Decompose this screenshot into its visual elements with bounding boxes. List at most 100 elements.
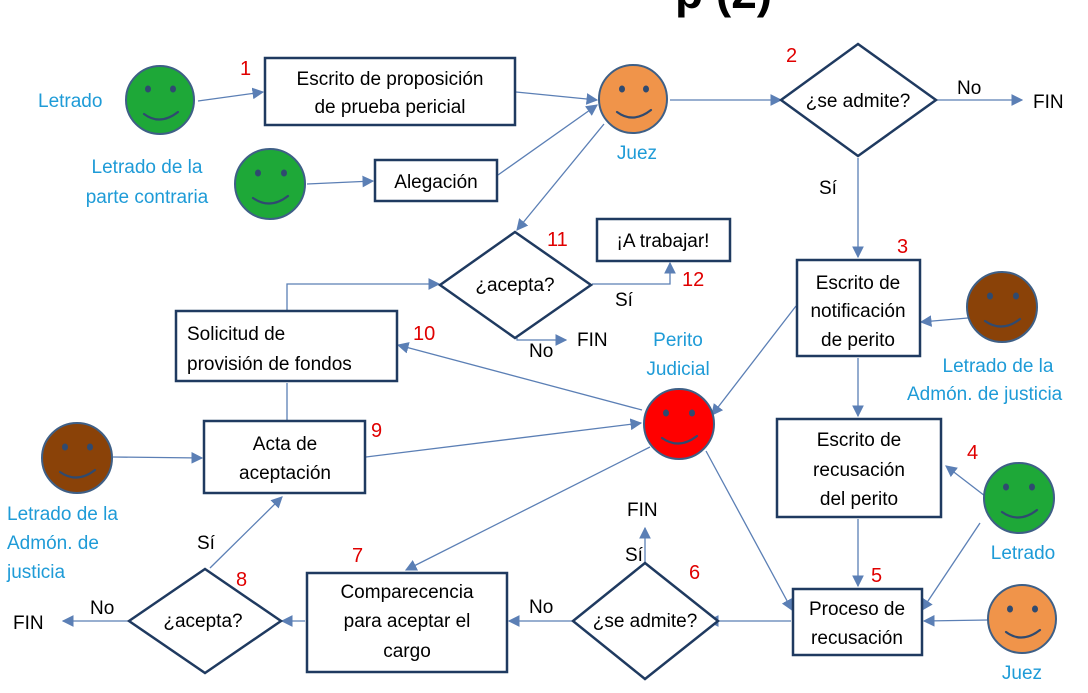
step-number-4: 4 — [967, 442, 978, 464]
node-10: Solicitud de provisión de fondos — [174, 309, 399, 383]
step-number-12: 12 — [682, 269, 704, 291]
edge-contraria-to-alegacion — [306, 175, 375, 188]
smiley-letrado-admon-right — [966, 271, 1038, 343]
node-9: Acta de aceptación — [202, 419, 367, 495]
node-8-label: ¿acepta? — [163, 611, 242, 632]
node-2-label: ¿se admite? — [806, 91, 911, 112]
edge-perito-to-n7 — [404, 446, 651, 571]
actor-perito-line-1: Perito — [653, 330, 703, 351]
edge-label-no-6: No — [529, 597, 553, 618]
step-number-1: 1 — [240, 58, 251, 80]
node-5: Proceso de recusación — [791, 587, 924, 657]
node-9-line-2: aceptación — [239, 463, 331, 484]
node-12: ¡A trabajar! — [595, 217, 732, 263]
edge-perito-to-n10 — [396, 342, 643, 411]
actor-admon-left-line-2: Admón. de — [7, 533, 99, 554]
step-number-9: 9 — [371, 420, 382, 442]
node-10-line-1: Solicitud de — [187, 324, 285, 345]
edge-alegacion-to-juez — [497, 104, 598, 176]
edge-label-si-2: Sí — [819, 178, 838, 199]
node-3-line-1: Escrito de — [816, 273, 900, 294]
node-8: ¿acepta? — [126, 567, 284, 675]
edge-n8-si-n9 — [209, 496, 283, 569]
node-3-line-2: notificación — [810, 301, 905, 322]
edge-juez-to-n11 — [516, 123, 605, 231]
step-number-3: 3 — [897, 236, 908, 258]
node-10-line-2: provisión de fondos — [187, 354, 352, 375]
node-1-line-1: Escrito de proposición — [297, 69, 484, 90]
edge-label-fin-6: FIN — [627, 500, 658, 521]
edge-admon-to-n3 — [919, 315, 969, 327]
node-11: ¿acepta? — [437, 230, 594, 340]
edge-label-no-2: No — [957, 78, 981, 99]
edge-label-no-8: No — [90, 598, 114, 619]
edge-n9-to-perito — [365, 418, 643, 458]
step-number-2: 2 — [786, 45, 797, 67]
edge-label-fin-2: FIN — [1033, 92, 1064, 113]
step-number-8: 8 — [236, 569, 247, 591]
actor-admon-left-line-3: justicia — [6, 562, 66, 583]
node-7: Comparecencia para aceptar el cargo — [305, 571, 509, 674]
node-1-line-2: de prueba pericial — [314, 97, 465, 118]
edges — [61, 87, 1024, 627]
edge-letrado2-to-n5 — [921, 522, 981, 611]
edge-label-fin-8: FIN — [13, 613, 44, 634]
actor-contraria-line-2: parte contraria — [86, 187, 209, 208]
step-number-10: 10 — [413, 323, 435, 345]
edge-n10-to-n11 — [286, 278, 441, 310]
actor-admon-right-line-1: Letrado de la — [943, 356, 1054, 377]
node-4: Escrito de recusación del perito — [775, 417, 943, 519]
edge-letrado-to-n1 — [197, 87, 265, 102]
edge-n11-no-fin — [516, 334, 568, 346]
edge-perito-to-n5 — [705, 450, 793, 612]
edge-n11-si-n12 — [592, 261, 676, 285]
smiley-letrado-admon-left — [41, 422, 113, 494]
actor-admon-right-line-2: Admón. de justicia — [907, 384, 1063, 405]
step-number-7: 7 — [352, 545, 363, 567]
smiley-juez-2 — [987, 584, 1057, 654]
node-2: ¿se admite? — [778, 42, 939, 158]
step-number-5: 5 — [871, 565, 882, 587]
node-6: ¿se admite? — [571, 561, 721, 681]
node-3-line-3: de perito — [821, 330, 895, 351]
edge-n1-to-juez — [515, 91, 599, 105]
node-alegacion-label: Alegación — [394, 172, 477, 193]
actor-perito-line-2: Judicial — [646, 359, 709, 380]
smiley-perito-judicial — [643, 388, 715, 460]
node-9-line-1: Acta de — [253, 434, 317, 455]
node-1: Escrito de proposición de prueba pericia… — [263, 56, 517, 127]
edge-letrado2-to-n4 — [945, 465, 986, 497]
edge-juez2-to-n5 — [922, 614, 989, 627]
node-4-line-1: Escrito de — [817, 430, 901, 451]
edge-admon2-to-n9 — [112, 452, 204, 464]
edge-label-si-8: Sí — [197, 533, 216, 554]
node-12-label: ¡A trabajar! — [617, 231, 710, 252]
step-number-6: 6 — [689, 562, 700, 584]
node-5-line-1: Proceso de — [809, 599, 905, 620]
smiley-letrado-2 — [983, 462, 1055, 534]
smiley-juez-1 — [598, 64, 668, 134]
node-alegacion: Alegación — [373, 158, 499, 203]
node-7-line-2: para aceptar el — [344, 611, 471, 632]
smiley-letrado-1 — [125, 65, 195, 135]
edge-n3-to-perito — [711, 305, 797, 416]
edge-label-si-6: Sí — [625, 545, 644, 566]
actor-admon-left-line-1: Letrado de la — [7, 504, 118, 525]
smiley-letrado-contraria — [234, 148, 306, 220]
node-4-line-2: recusación — [813, 460, 905, 481]
edge-label-fin-11: FIN — [577, 330, 608, 351]
actor-letrado-1: Letrado — [38, 91, 102, 112]
node-7-line-3: cargo — [383, 641, 431, 662]
actor-juez-1: Juez — [617, 143, 657, 164]
node-4-line-3: del perito — [820, 489, 898, 510]
actor-letrado-2: Letrado — [991, 543, 1055, 564]
step-number-11: 11 — [547, 229, 568, 251]
node-5-line-2: recusación — [811, 628, 903, 649]
actor-juez-2: Juez — [1002, 663, 1042, 684]
node-7-line-1: Comparecencia — [340, 582, 473, 603]
edge-label-no-11: No — [529, 341, 553, 362]
actor-contraria-line-1: Letrado de la — [92, 157, 203, 178]
node-11-label: ¿acepta? — [475, 275, 554, 296]
edge-label-si-11: Sí — [615, 290, 634, 311]
